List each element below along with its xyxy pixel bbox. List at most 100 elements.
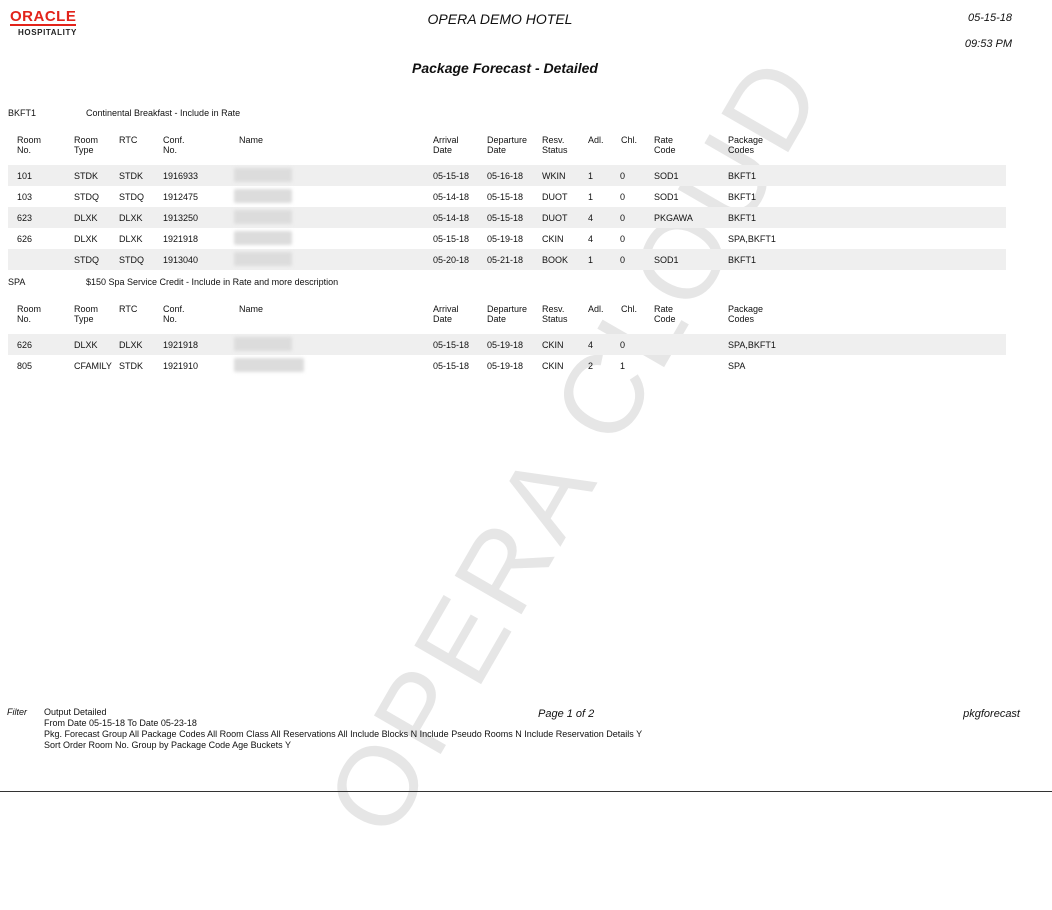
cell-chl: 0 xyxy=(620,234,626,244)
hospitality-logo-text: HOSPITALITY xyxy=(18,28,77,37)
cell-departure: 05-19-18 xyxy=(487,361,524,371)
column-header-line: Code xyxy=(654,145,676,155)
cell-pkgs: BKFT1 xyxy=(728,171,757,181)
cell-rate: PKGAWA xyxy=(654,213,693,223)
column-header-line: Package xyxy=(728,135,764,145)
column-header-line: Package xyxy=(728,304,764,314)
column-header-line: Codes xyxy=(728,314,755,324)
filter-line: From Date 05-15-18 To Date 05-23-18 xyxy=(44,718,197,728)
column-header-resv-status: Resv.Status xyxy=(542,135,568,155)
cell-status: DUOT xyxy=(542,213,568,223)
cell-type: DLXK xyxy=(74,340,98,350)
cell-adl: 1 xyxy=(588,171,594,181)
cell-type: DLXK xyxy=(74,234,98,244)
report-title: Package Forecast - Detailed xyxy=(412,60,598,76)
report-id: pkgforecast xyxy=(963,708,1020,720)
cell-chl: 0 xyxy=(620,340,626,350)
report-time: 09:53 PM xyxy=(964,38,1012,50)
cell-departure: 05-21-18 xyxy=(487,255,524,265)
cell-rtc: DLXK xyxy=(119,340,143,350)
cell-pkgs: SPA xyxy=(728,361,746,371)
cell-rate: SOD1 xyxy=(654,171,679,181)
column-header-name: Name xyxy=(239,304,263,314)
column-header-line: Adl. xyxy=(588,304,604,314)
column-header-line: Status xyxy=(542,314,568,324)
oracle-logo: ORACLE xyxy=(10,8,77,26)
column-header-line: Resv. xyxy=(542,304,565,314)
column-header-resv-status: Resv.Status xyxy=(542,304,568,324)
cell-conf: 1912475 xyxy=(163,192,199,202)
page-number: Page 1 of 2 xyxy=(538,708,595,720)
column-header-line: No. xyxy=(163,314,178,324)
redacted-guest-name xyxy=(234,358,304,372)
cell-adl: 4 xyxy=(588,340,594,350)
cell-rate: SOD1 xyxy=(654,192,679,202)
cell-type: STDK xyxy=(74,171,99,181)
cell-room: 101 xyxy=(17,171,33,181)
column-header-line: Type xyxy=(74,145,94,155)
cell-conf: 1916933 xyxy=(163,171,199,181)
column-header-line: Rate xyxy=(654,304,674,314)
cell-arrival: 05-14-18 xyxy=(433,192,470,202)
report-page: ORACLE HOSPITALITY OPERA DEMO HOTEL 05-1… xyxy=(0,8,1052,792)
column-header-line: Adl. xyxy=(588,135,604,145)
column-header-line: No. xyxy=(17,145,32,155)
cell-departure: 05-19-18 xyxy=(487,340,524,350)
redacted-guest-name xyxy=(234,210,292,224)
filter-details: Output Detailed From Date 05-15-18 To Da… xyxy=(44,707,642,751)
cell-rtc: DLXK xyxy=(119,213,143,223)
cell-arrival: 05-14-18 xyxy=(433,213,470,223)
column-header-line: Conf. xyxy=(163,304,185,314)
cell-type: STDQ xyxy=(74,192,100,202)
column-header-line: Type xyxy=(74,314,94,324)
column-header-line: Room xyxy=(17,135,42,145)
cell-status: CKIN xyxy=(542,234,564,244)
cell-pkgs: BKFT1 xyxy=(728,255,757,265)
cell-chl: 0 xyxy=(620,255,626,265)
column-header-adl: Adl. xyxy=(588,304,604,314)
column-header-line: Date xyxy=(433,145,453,155)
cell-status: DUOT xyxy=(542,192,568,202)
cell-type: DLXK xyxy=(74,213,98,223)
cell-arrival: 05-15-18 xyxy=(433,361,470,371)
cell-room: 623 xyxy=(17,213,33,223)
cell-arrival: 05-15-18 xyxy=(433,340,470,350)
cell-rtc: STDK xyxy=(119,361,144,371)
cell-conf: 1921910 xyxy=(163,361,199,371)
redacted-guest-name xyxy=(234,189,292,203)
cell-rtc: DLXK xyxy=(119,234,143,244)
cell-arrival: 05-20-18 xyxy=(433,255,470,265)
cell-room: 626 xyxy=(17,234,33,244)
cell-room: 626 xyxy=(17,340,33,350)
cell-rtc: STDQ xyxy=(119,192,145,202)
column-header-line: Date xyxy=(487,314,507,324)
column-header-line: Arrival xyxy=(433,135,459,145)
cell-type: CFAMILY xyxy=(74,361,112,371)
column-header-line: Rate xyxy=(654,135,674,145)
column-header-adl: Adl. xyxy=(588,135,604,145)
cell-adl: 1 xyxy=(588,255,594,265)
cell-departure: 05-15-18 xyxy=(487,192,524,202)
package-code: SPA xyxy=(8,277,26,287)
column-header-rtc: RTC xyxy=(119,135,137,145)
cell-rate: SOD1 xyxy=(654,255,679,265)
cell-rtc: STDQ xyxy=(119,255,145,265)
filter-line: Sort Order Room No. Group by Package Cod… xyxy=(44,740,291,750)
column-header-line: Room xyxy=(74,135,99,145)
package-description: $150 Spa Service Credit - Include in Rat… xyxy=(86,277,339,287)
cell-pkgs: SPA,BKFT1 xyxy=(728,340,776,350)
page-bottom-rule xyxy=(0,791,1052,792)
column-header-chl: Chl. xyxy=(621,304,637,314)
column-header-line: Room xyxy=(74,304,99,314)
cell-chl: 0 xyxy=(620,213,626,223)
cell-type: STDQ xyxy=(74,255,100,265)
